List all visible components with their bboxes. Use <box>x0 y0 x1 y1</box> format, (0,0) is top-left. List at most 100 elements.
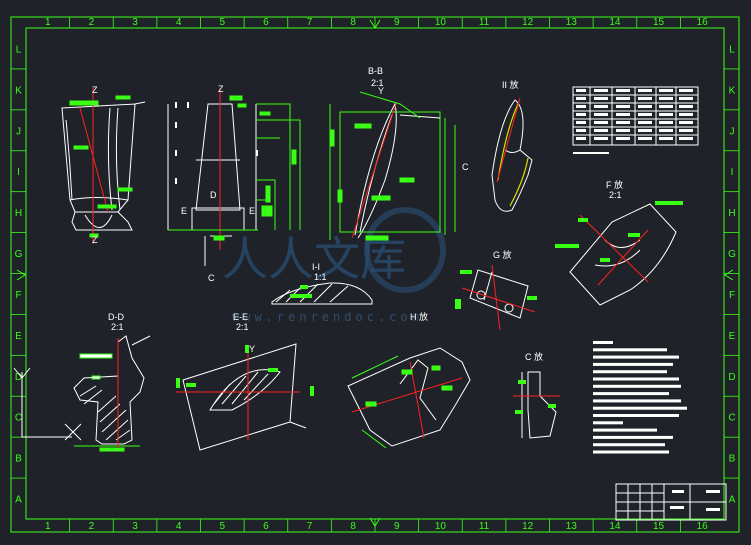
grid-row-label: L <box>16 44 22 55</box>
grid-column-label: 11 <box>479 521 490 532</box>
label-detail-top: II 放 <box>502 79 519 90</box>
detail-ii-centerline <box>496 97 521 183</box>
label-detail-f: F 放 <box>606 179 623 190</box>
detail-c-dims <box>515 380 556 414</box>
grid-column-label: 2 <box>89 17 95 28</box>
grid-column-label: 1 <box>45 521 51 532</box>
label-detail-c: C 放 <box>525 351 543 362</box>
label-ee: E-E <box>233 312 248 322</box>
grid-row-label: K <box>729 85 736 96</box>
section-ee-dims <box>176 345 314 396</box>
title-block-fills <box>670 490 720 511</box>
grid-row-label: B <box>15 454 22 465</box>
label-bb-scale: 2:1 <box>371 78 384 88</box>
note-line <box>593 392 669 396</box>
grid-column-label: 16 <box>697 521 709 532</box>
grid-column-label: 4 <box>176 17 182 28</box>
note-line <box>593 443 665 447</box>
note-line <box>593 348 667 352</box>
table-cell-mark <box>594 121 608 124</box>
detail-g-view <box>469 269 529 319</box>
table-cell-mark <box>679 97 693 100</box>
grid-column-label: 2 <box>89 521 95 532</box>
grid-column-label: 12 <box>522 521 534 532</box>
label-bb: B-B <box>368 66 383 76</box>
table-cell-mark <box>616 137 630 140</box>
grid-row-label: K <box>15 85 22 96</box>
grid-row-label: E <box>15 331 22 342</box>
table-cell-mark <box>594 113 608 116</box>
table-cell-mark <box>616 129 630 132</box>
grid-row-label: D <box>728 372 735 383</box>
grid-ticks <box>11 17 739 532</box>
table-cell-mark <box>679 89 693 92</box>
table-cell-mark <box>576 137 586 140</box>
grid-column-label: 8 <box>350 521 356 532</box>
detail-g-dims <box>455 270 537 309</box>
table-cell-mark <box>659 97 673 100</box>
label-z-bottom: Z <box>92 235 98 245</box>
label-d: D <box>210 190 217 200</box>
technical-notes <box>593 341 687 454</box>
label-ii-scale: 1:1 <box>314 272 327 282</box>
label-c-bb: C <box>462 162 469 172</box>
section-ee-lines <box>176 350 300 440</box>
label-ee-scale: 2:1 <box>236 322 249 332</box>
table-cell-mark <box>576 97 586 100</box>
grid-row-label: I <box>731 167 734 178</box>
table-cell-mark <box>659 113 673 116</box>
note-line <box>593 421 623 425</box>
grid-row-label: A <box>729 495 736 506</box>
grid-row-label: E <box>729 331 736 342</box>
title-block <box>615 483 727 521</box>
note-line <box>593 341 613 344</box>
detail-ii-curve <box>497 103 529 207</box>
label-detail-h: H 放 <box>410 311 428 322</box>
section-ii-view <box>271 282 373 305</box>
blade-front-view <box>61 88 146 244</box>
grid-row-label: H <box>15 208 22 219</box>
table-cell-mark <box>659 137 673 140</box>
table-cell-mark <box>594 137 608 140</box>
detail-g-lines <box>461 264 536 331</box>
watermark-url: www.renrendoc.com <box>232 310 423 324</box>
blade-front-dims <box>69 95 133 238</box>
label-detail-g: G 放 <box>493 249 512 260</box>
label-dd: D-D <box>108 312 124 322</box>
grid-column-label: 9 <box>394 17 400 28</box>
table-cell-mark <box>659 121 673 124</box>
section-dd-view <box>73 335 151 445</box>
grid-row-label: H <box>728 208 735 219</box>
table-cell-mark <box>638 105 652 108</box>
table-cell-mark <box>594 105 608 108</box>
note-line <box>593 406 687 410</box>
note-line <box>593 355 679 359</box>
table-cell-mark <box>638 137 652 140</box>
table-cell-mark <box>576 105 586 108</box>
table-cell-mark <box>616 97 630 100</box>
note-line <box>593 362 673 366</box>
note-line <box>593 414 679 417</box>
grid-column-label: 8 <box>350 17 356 28</box>
label-y-ee: Y <box>249 344 255 354</box>
table-cell-mark <box>616 89 630 92</box>
grid-column-label: 10 <box>435 17 447 28</box>
grid-row-label: I <box>17 167 20 178</box>
table-cell-mark <box>616 121 630 124</box>
table-cell-mark <box>659 129 673 132</box>
parameter-table-cells <box>576 89 693 140</box>
label-y-bb: Y <box>378 86 384 96</box>
note-line <box>593 377 679 381</box>
grid-column-label: 4 <box>176 521 182 532</box>
table-cell-mark <box>594 129 608 132</box>
section-bb-centerline <box>351 103 397 239</box>
grid-row-label: F <box>15 290 21 301</box>
table-cell-mark <box>638 113 652 116</box>
table-cell-mark <box>679 121 693 124</box>
grid-column-label: 9 <box>394 521 400 532</box>
detail-h-view <box>347 347 471 447</box>
grid-column-label: 14 <box>609 521 621 532</box>
